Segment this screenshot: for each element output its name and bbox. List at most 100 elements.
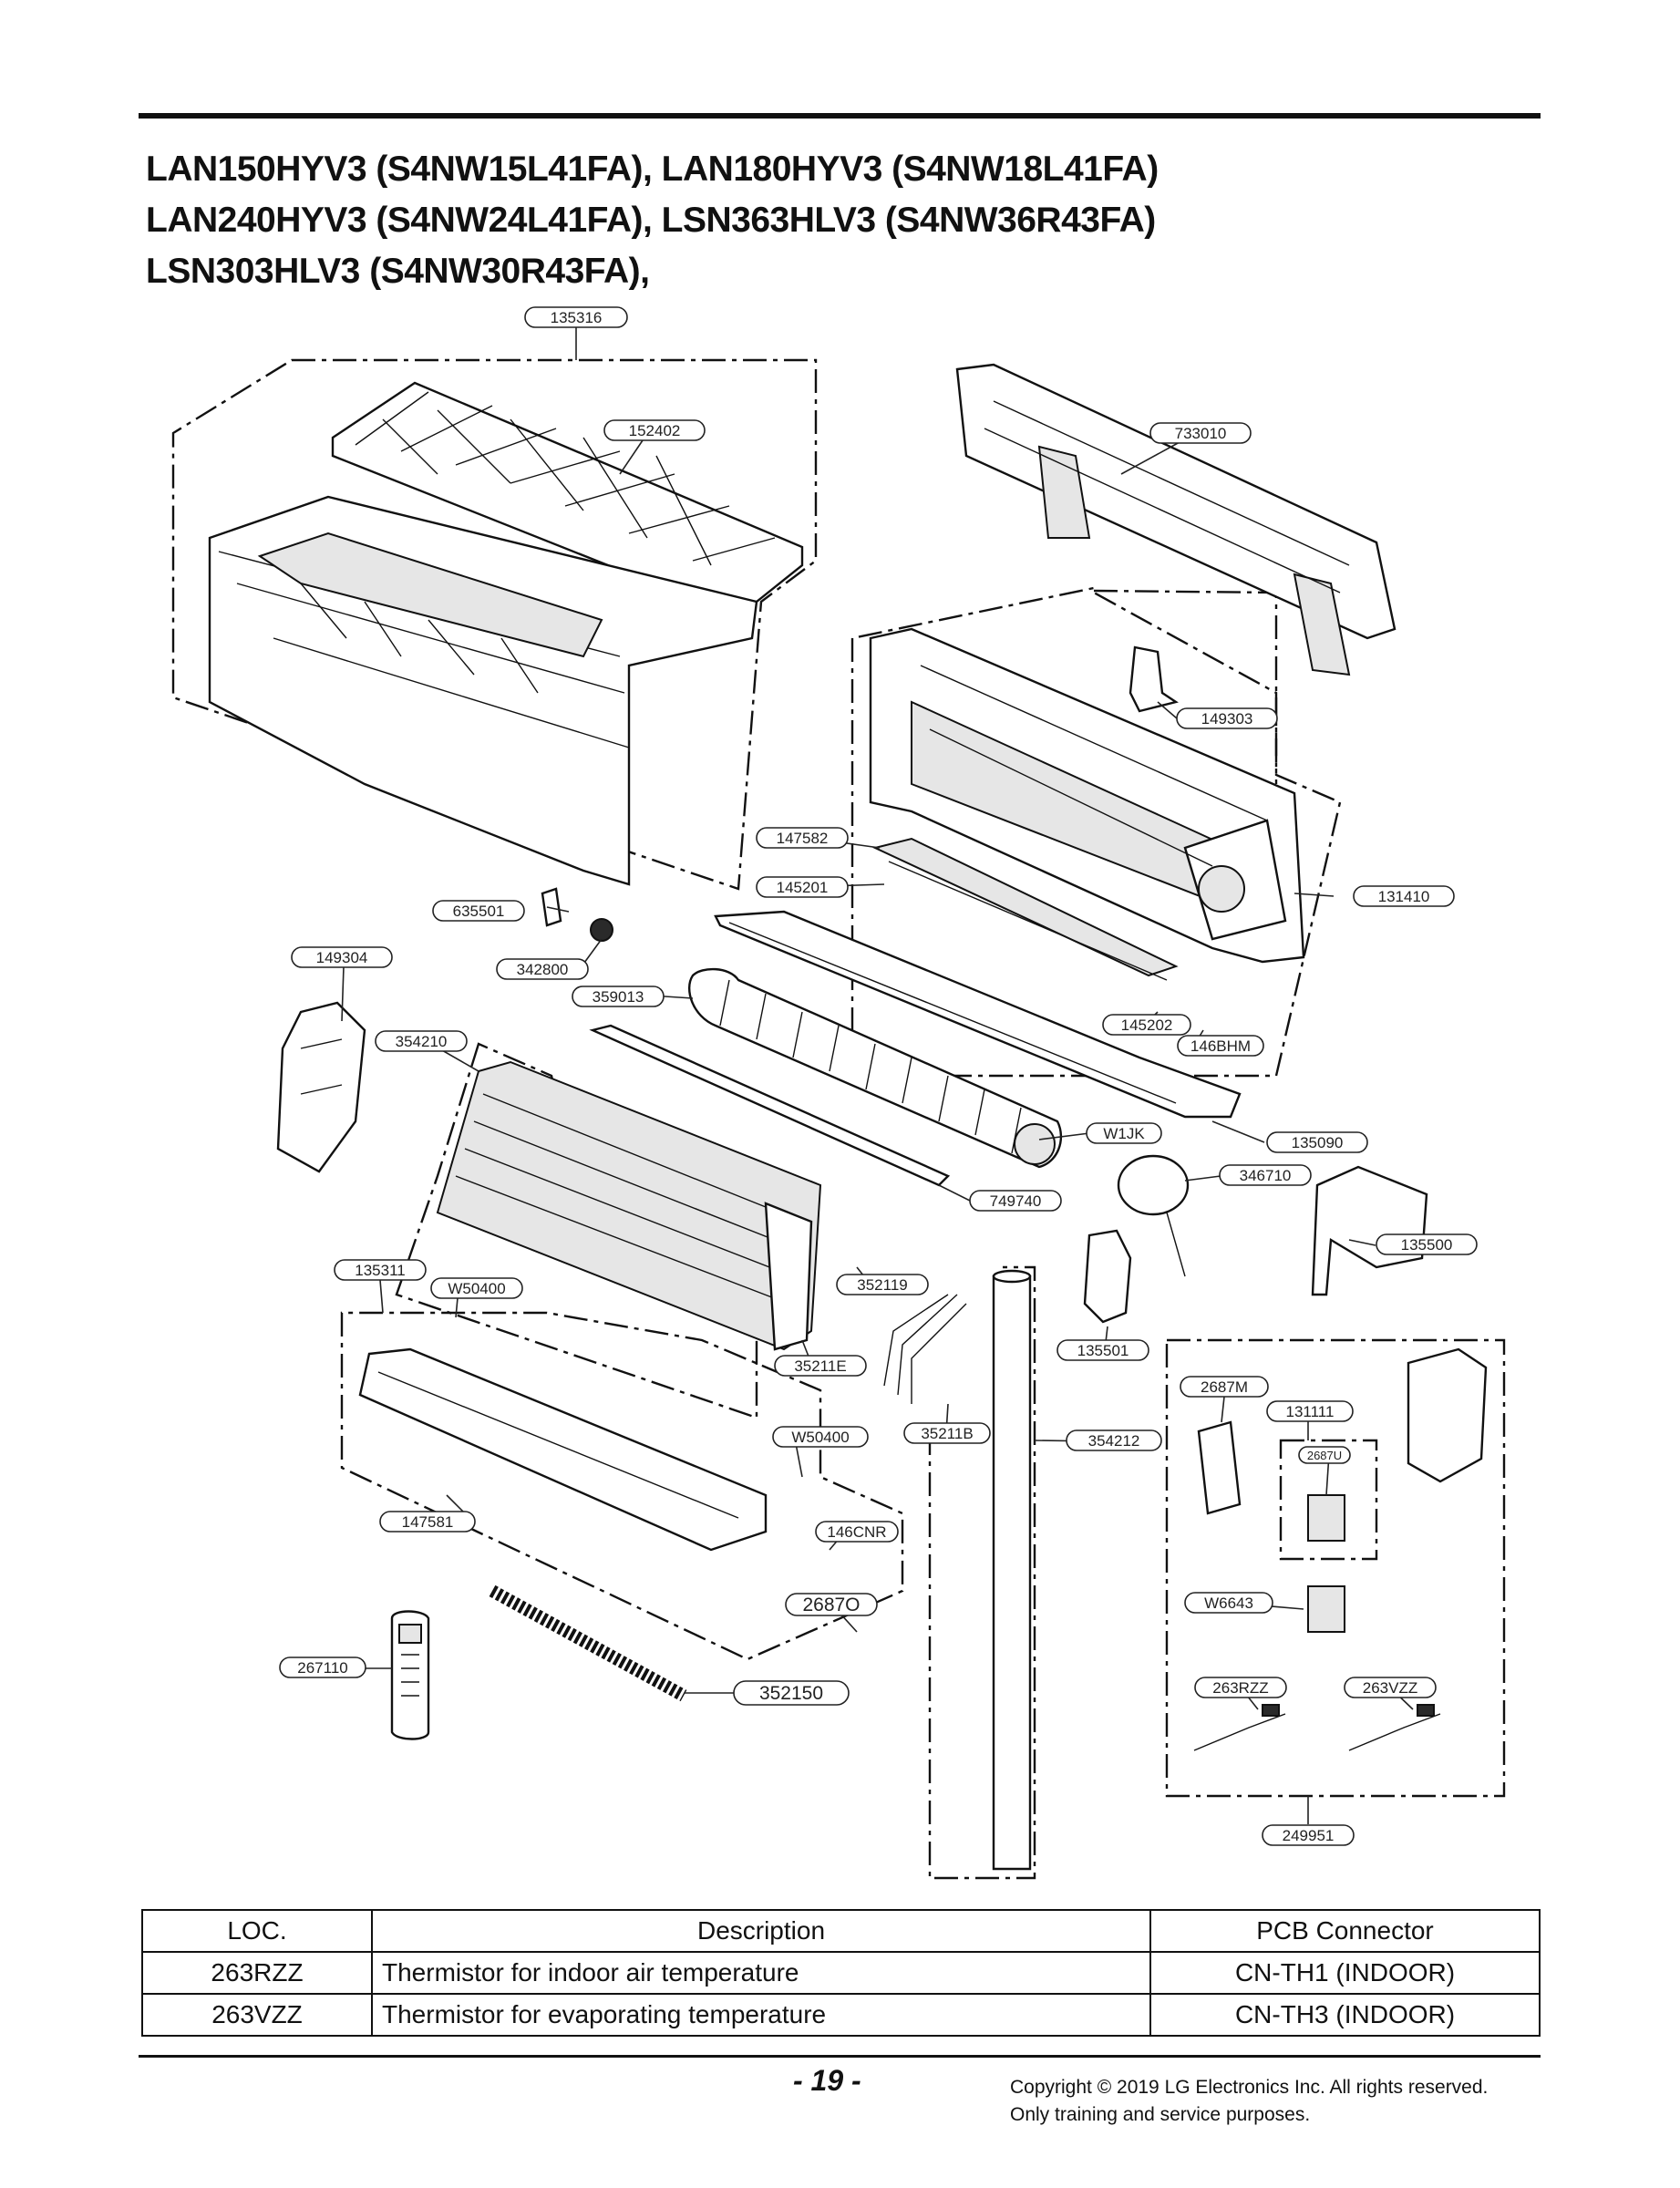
svg-text:354210: 354210 [396,1033,448,1050]
part-label-W1JK: W1JK [1086,1122,1162,1144]
part-label-147582: 147582 [756,827,849,849]
svg-text:147582: 147582 [777,830,829,847]
table-header-row: LOC. Description PCB Connector [141,1909,1541,1953]
louvers [872,837,1179,981]
bottom-rule [139,2055,1541,2058]
evaporator-coil [436,1060,822,1351]
part-label-W50400-upper: W50400 [430,1277,523,1299]
part-label-135090: 135090 [1266,1131,1368,1153]
part-label-147581: 147581 [379,1511,476,1533]
part-label-249951: 249951 [1262,1824,1355,1846]
svg-text:2687M: 2687M [1201,1378,1248,1396]
svg-text:W50400: W50400 [448,1280,505,1297]
svg-text:145201: 145201 [777,879,829,896]
svg-text:263RZZ: 263RZZ [1212,1679,1268,1697]
fan-motor [1117,1154,1190,1277]
svg-text:147581: 147581 [402,1513,454,1531]
part-label-149304: 149304 [291,946,393,968]
side-holder-left [276,1001,366,1173]
svg-text:35211E: 35211E [794,1357,846,1375]
remote-controller [390,1610,430,1740]
svg-text:267110: 267110 [297,1659,347,1677]
svg-text:354212: 354212 [1088,1432,1140,1450]
table-cell-pcb-connector: CN-TH3 (INDOOR) [1149,1993,1541,2037]
drain-pan [358,1347,768,1552]
part-label-359013: 359013 [572,986,665,1007]
svg-text:135090: 135090 [1292,1134,1344,1151]
copyright-line-2: Only training and service purposes. [1010,2104,1311,2125]
svg-text:135500: 135500 [1401,1236,1453,1254]
svg-text:131111: 131111 [1286,1403,1335,1420]
table-header-pcb-connector: PCB Connector [1149,1909,1541,1953]
part-label-635501: 635501 [432,900,525,922]
refrigerant-pipes [883,1294,967,1404]
svg-text:146BHM: 146BHM [1190,1037,1251,1055]
svg-text:W1JK: W1JK [1103,1125,1145,1142]
part-label-35211E: 35211E [774,1355,867,1377]
part-label-2687O: 2687O [785,1593,878,1616]
cross-flow-fan [688,967,1063,1169]
control-box-cover [1311,1165,1428,1296]
svg-text:342800: 342800 [517,961,569,978]
part-label-135311: 135311 [334,1259,427,1281]
svg-text:135316: 135316 [551,309,603,326]
copyright-notice: Copyright © 2019 LG Electronics Inc. All… [1010,2074,1488,2129]
part-label-35211B: 35211B [903,1422,991,1444]
discharge-vane [714,910,1242,1119]
part-label-146BHM: 146BHM [1177,1035,1264,1057]
svg-text:131410: 131410 [1378,888,1430,905]
svg-text:152402: 152402 [629,422,681,439]
page-number: - 19 - [793,2064,861,2097]
svg-text:352119: 352119 [857,1276,907,1294]
thermistor-table: LOC. Description PCB Connector 263RZZ Th… [141,1909,1541,2037]
part-label-135501: 135501 [1056,1339,1149,1361]
bearing-holder [541,887,613,942]
control-bracket [1129,645,1179,713]
front-panel-body [208,495,758,886]
front-grille-filter [331,381,804,608]
part-label-749740: 749740 [969,1190,1062,1212]
part-label-2687M: 2687M [1180,1376,1269,1398]
title-line-1: LAN150HYV3 (S4NW15L41FA), LAN180HYV3 (S4… [146,150,1159,189]
top-rule [139,113,1541,119]
pcb-subgroup-outline [1279,1439,1378,1561]
chassis-group-outline [850,586,1342,1078]
svg-text:W6643: W6643 [1204,1595,1253,1612]
svg-text:733010: 733010 [1175,425,1227,442]
part-label-152402: 152402 [603,419,706,441]
chassis [869,627,1305,964]
part-label-733010: 733010 [1149,422,1252,444]
svg-text:2687O: 2687O [802,1595,860,1615]
table-cell-description: Thermistor for indoor air temperature [371,1951,1151,1995]
svg-text:35211B: 35211B [921,1425,973,1442]
svg-text:749740: 749740 [990,1192,1042,1210]
part-label-263RZZ: 263RZZ [1194,1677,1287,1698]
page-title: LAN150HYV3 (S4NW15L41FA), LAN180HYV3 (S4… [146,144,1159,297]
svg-text:145202: 145202 [1121,1017,1173,1034]
svg-text:135501: 135501 [1077,1342,1129,1359]
part-label-267110: 267110 [279,1656,366,1678]
part-label-263VZZ: 263VZZ [1344,1677,1437,1698]
part-label-W50400-lower: W50400 [772,1426,869,1448]
drain-pan-group-outline [340,1311,904,1661]
svg-text:W50400: W50400 [791,1429,849,1446]
part-label-131111: 131111 [1266,1400,1354,1422]
svg-text:346710: 346710 [1240,1167,1292,1184]
svg-text:149303: 149303 [1201,710,1253,728]
part-label-354210: 354210 [375,1030,468,1052]
part-label-352119: 352119 [836,1274,929,1295]
part-label-135316: 135316 [524,306,628,328]
table-cell-pcb-connector: CN-TH1 (INDOOR) [1149,1951,1541,1995]
part-label-131410: 131410 [1353,885,1455,907]
svg-text:359013: 359013 [593,988,644,1006]
table-cell-loc: 263VZZ [141,1993,373,2037]
part-label-145202: 145202 [1102,1014,1191,1036]
front-panel-group-outline [171,358,818,891]
svg-text:146CNR: 146CNR [827,1523,886,1541]
part-label-346710: 346710 [1219,1164,1312,1186]
installation-plate [955,363,1397,676]
evaporator-bracket [589,1024,951,1187]
part-label-352150: 352150 [733,1680,850,1706]
part-label-W6643: W6643 [1184,1592,1273,1614]
